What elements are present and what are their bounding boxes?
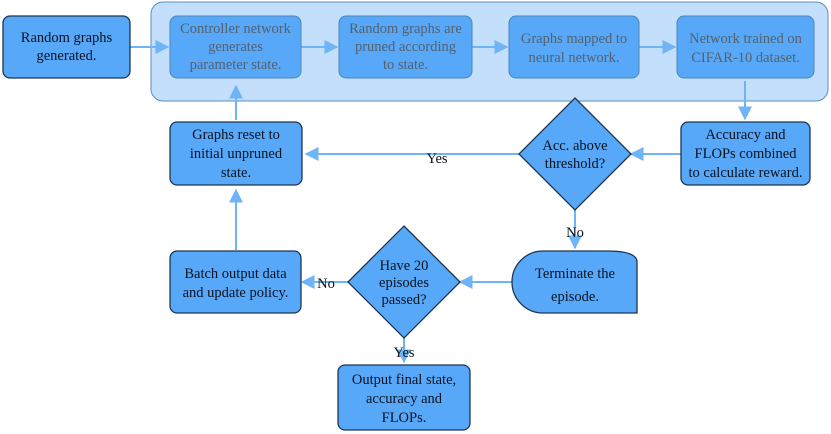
node-pruned-line-2: pruned according [355,39,456,55]
node-output: Output final state, accuracy and FLOPs. [337,364,471,431]
node-pruned: Random graphs are pruned according to st… [338,15,473,79]
decision-episodes: Have 20 episodes passed? [347,225,461,339]
node-random-graphs-line-1: Random graphs [21,30,113,46]
node-mapped-line-2: neural network. [529,50,620,66]
node-trained-line-2: CIFAR-10 dataset. [691,50,799,66]
node-pruned-line-3: to state. [383,57,428,73]
edge-label-yes-reset: Yes [426,151,447,167]
node-batch: Batch output data and update policy. [169,250,302,314]
edge-label-no-terminate: No [566,225,584,241]
node-terminate-line-2: episode. [551,289,599,305]
node-accuracy-line-3: to calculate reward. [689,165,803,181]
node-random-graphs: Random graphs generated. [2,15,131,79]
pipeline-group [150,1,829,102]
node-reset-line-2: initial unpruned [190,146,283,162]
node-output-line-1: Output final state, [352,372,456,388]
node-reset-line-1: Graphs reset to [192,127,280,143]
node-random-graphs-line-2: generated. [37,48,97,64]
node-controller-line-3: parameter state. [190,57,282,73]
node-reset-line-3: state. [221,165,251,181]
decision-threshold-line-2: threshold? [545,156,605,172]
node-batch-line-1: Batch output data [184,266,287,282]
node-reset: Graphs reset to initial unpruned state. [169,121,303,186]
node-controller-line-1: Controller network [180,21,291,37]
node-terminate: Terminate the episode. [511,250,638,314]
decision-threshold: Acc. above threshold? [518,97,632,211]
edges [130,40,752,364]
edge-label-yes-output: Yes [393,345,414,361]
node-trained-line-1: Network trained on [689,31,802,47]
node-output-line-2: accuracy and [366,391,443,407]
node-batch-line-2: and update policy. [183,285,289,301]
decision-episodes-line-1: Have 20 [380,258,429,274]
node-trained: Network trained on CIFAR-10 dataset. [676,15,815,79]
node-pruned-line-1: Random graphs are [349,21,462,37]
node-mapped-line-1: Graphs mapped to [521,31,627,47]
node-accuracy: Accuracy and FLOPs combined to calculate… [680,121,811,186]
decision-threshold-line-1: Acc. above [542,138,607,154]
decision-episodes-line-3: passed? [381,292,426,308]
node-accuracy-line-2: FLOPs combined [695,146,798,162]
node-terminate-line-1: Terminate the [535,266,615,282]
edge-label-no-batch: No [317,276,335,292]
decision-episodes-line-2: episodes [379,275,429,291]
node-accuracy-line-1: Accuracy and [705,127,786,143]
node-controller: Controller network generates parameter s… [169,15,302,79]
node-mapped: Graphs mapped to neural network. [508,15,640,79]
node-controller-line-2: generates [208,39,263,55]
node-output-line-3: FLOPs. [382,410,427,426]
